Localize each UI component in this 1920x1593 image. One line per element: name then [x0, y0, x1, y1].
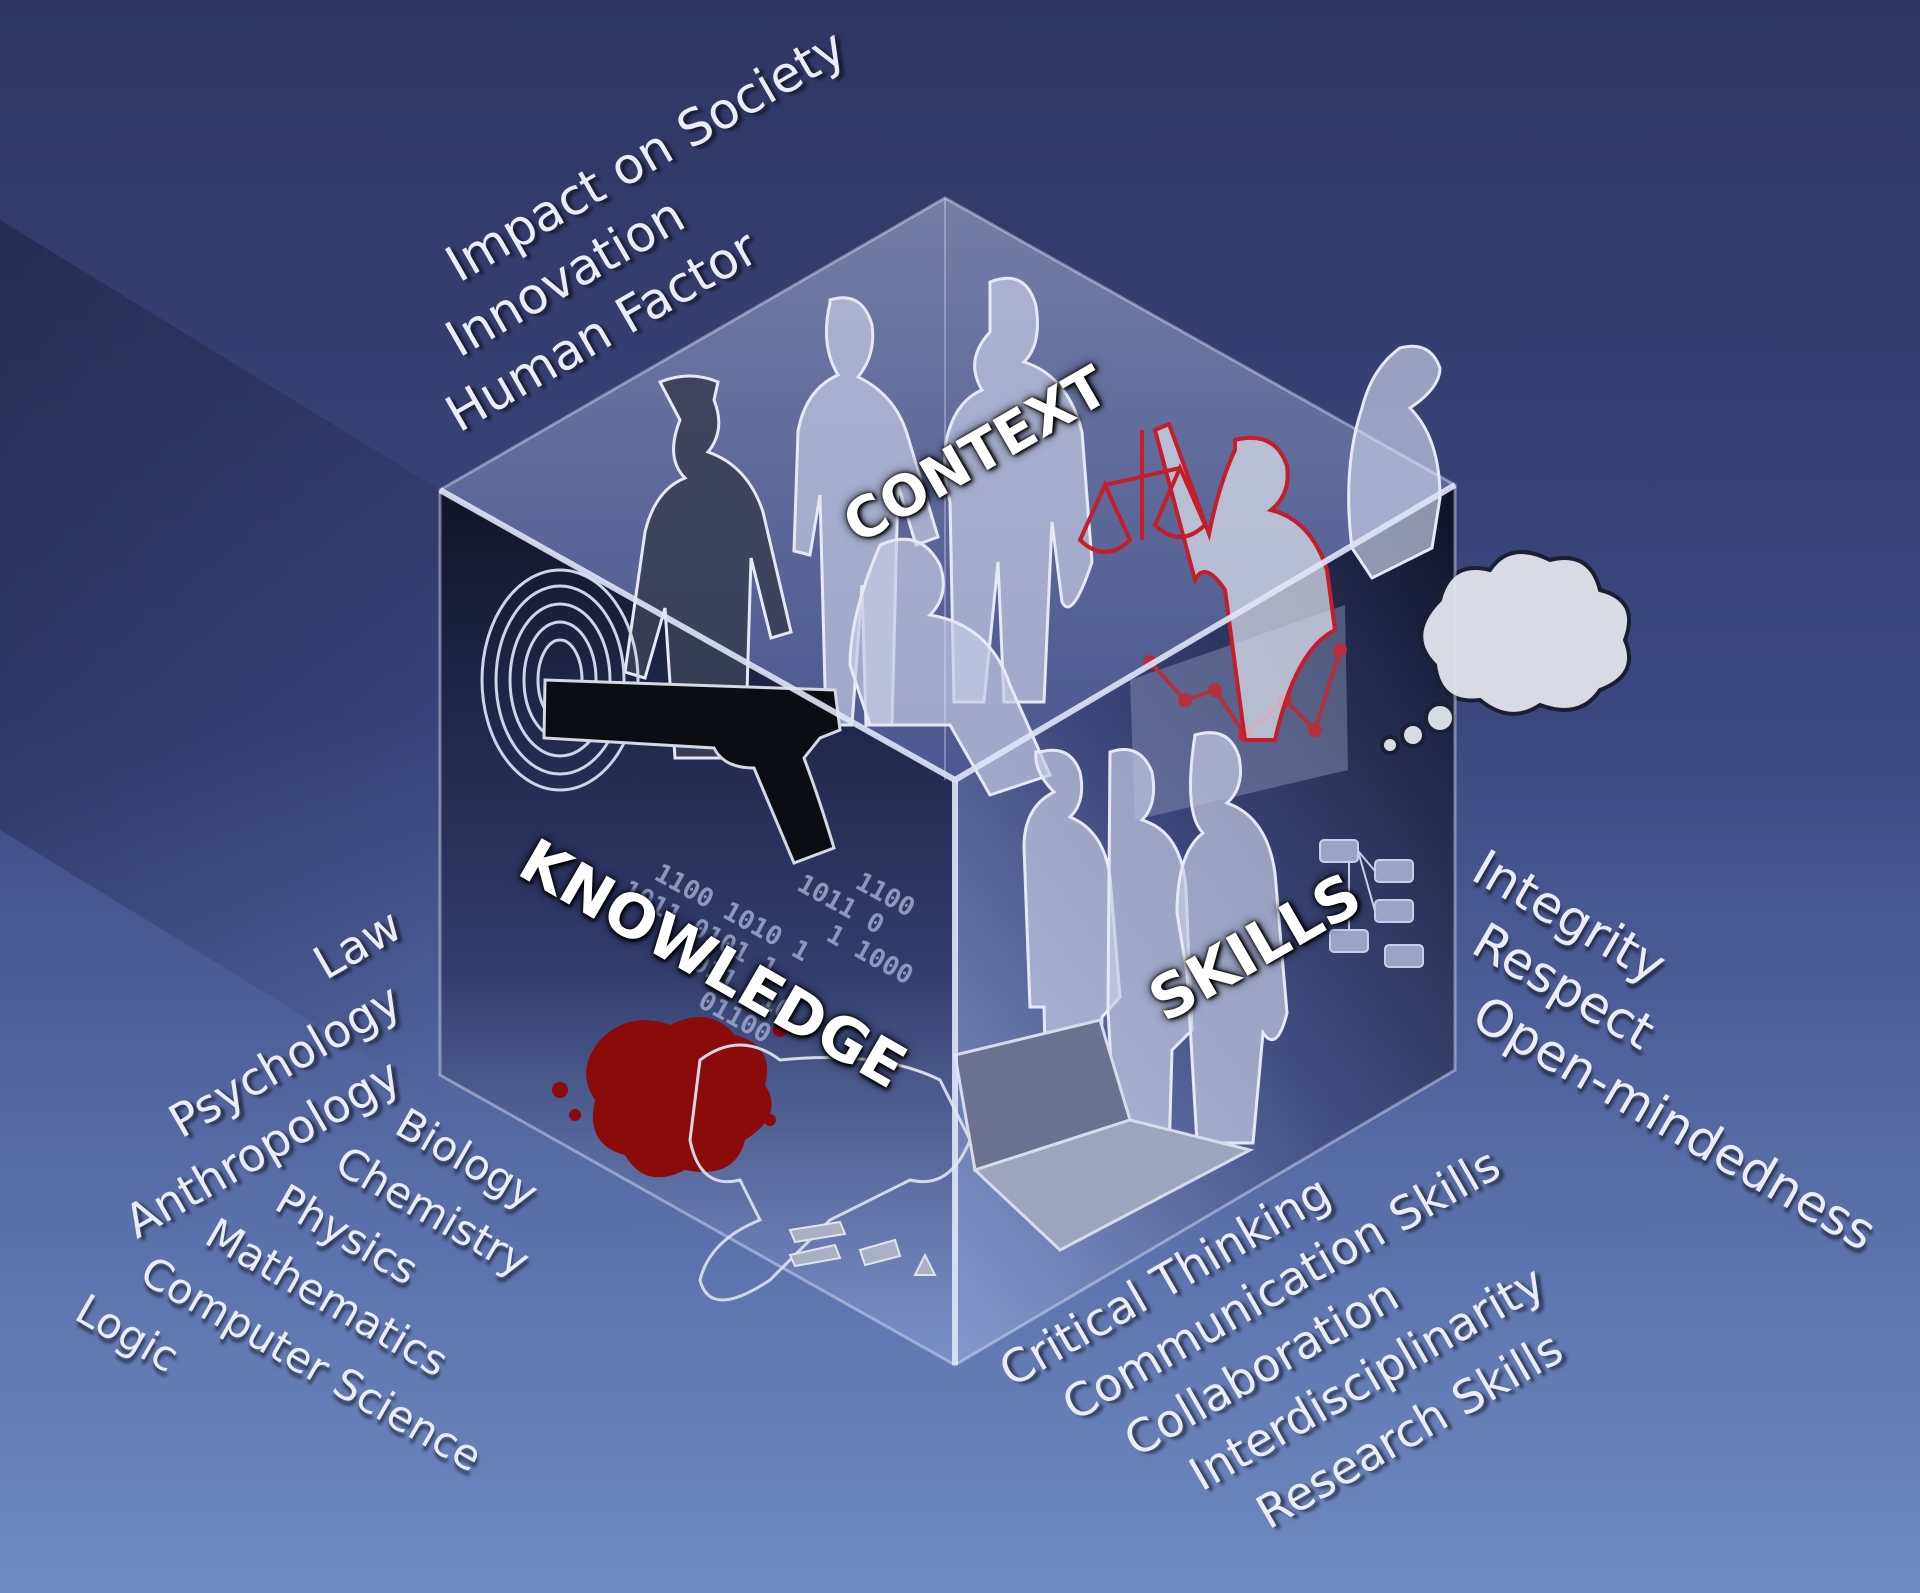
cast-shadow	[0, 220, 440, 1100]
